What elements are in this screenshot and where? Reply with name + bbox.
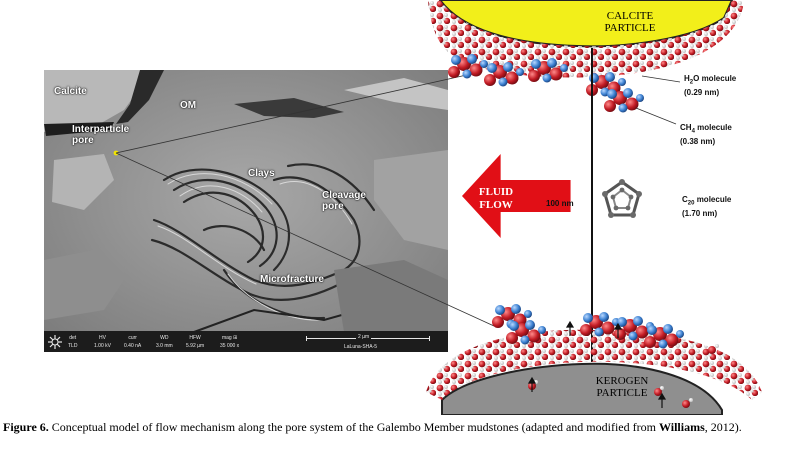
ch4-size: (0.38 nm)	[680, 136, 716, 146]
info-label: mag ⊞	[221, 335, 238, 341]
info-label: HFW	[189, 335, 201, 341]
c20-molecule-label: C20 molecule (1.70 nm)	[682, 195, 731, 219]
sem-label-clays: Clays	[248, 168, 275, 179]
figure-6: Calcite OM Interparticle pore Clays Clea…	[44, 0, 762, 415]
info-label: WD	[160, 335, 169, 341]
ch4-molecule-label: CH4 molecule (0.38 nm)	[680, 123, 732, 147]
info-value: 35 000 x	[220, 343, 240, 349]
info-col-hfw: HFW 5.92 µm	[186, 335, 204, 349]
connector-lines	[115, 71, 495, 327]
info-col-wd: WD 3.0 mm	[156, 335, 173, 349]
h2o-molecule-label: H2O molecule (0.29 nm)	[684, 74, 736, 98]
sem-micrograph: Calcite OM Interparticle pore Clays Clea…	[44, 70, 448, 352]
sem-label-microfracture: Microfracture	[260, 274, 324, 285]
ch4-sub: 4	[691, 128, 695, 135]
h2o-post: O molecule	[693, 74, 737, 83]
info-value: 1.00 kV	[94, 343, 111, 349]
info-value: 5.92 µm	[186, 343, 205, 349]
info-col-det: det TLD	[68, 335, 77, 349]
fluid-flow-arrow-icon	[462, 154, 571, 238]
info-col-curr: curr 0.40 nA	[124, 335, 141, 349]
calcite-particle-label: CALCITE PARTICLE	[560, 10, 700, 34]
c20-molecule-icon	[602, 179, 642, 218]
info-col-hv: HV 1.00 kV	[94, 335, 111, 349]
fluid-line1: FLUID	[478, 186, 514, 198]
fei-logo-icon	[48, 335, 62, 349]
sem-label-cleavage-pore: Cleavage pore	[322, 190, 366, 212]
kerogen-line2: PARTICLE	[596, 387, 648, 399]
c20-post: molecule	[694, 195, 732, 204]
sem-texture	[44, 70, 448, 352]
sem-label-cleavage-line1: Cleavage	[322, 190, 366, 201]
info-value: 0.40 nA	[124, 343, 142, 349]
sem-label-om: OM	[180, 100, 197, 111]
ch4-pre: CH	[680, 123, 692, 132]
c20-sub: 20	[687, 200, 695, 207]
caption-year: , 2012).	[704, 420, 742, 434]
h2o-sub: 2	[689, 79, 694, 86]
distance-label: 100 nm	[546, 199, 574, 208]
caption-author: Williams	[658, 420, 705, 434]
calcite-line2: PARTICLE	[604, 22, 656, 34]
pore-diagram	[426, 0, 762, 415]
h2o-size: (0.29 nm)	[684, 87, 720, 97]
sem-label-cleavage-line2: pore	[322, 201, 344, 212]
info-label: curr	[128, 335, 137, 341]
h2o-pre: H	[684, 74, 690, 83]
calcite-line1: CALCITE	[606, 10, 654, 22]
c20-size: (1.70 nm)	[682, 208, 718, 218]
info-value: 3.0 mm	[156, 343, 173, 349]
sem-label-interparticle-pore: Interparticle pore	[72, 124, 129, 146]
kerogen-line1: KEROGEN	[595, 375, 649, 387]
ch4-post: molecule	[694, 123, 732, 132]
info-col-mag: mag ⊞ 35 000 x	[220, 335, 239, 349]
caption-text: Conceptual model of flow mechanism along…	[48, 420, 659, 434]
info-value: TLD	[68, 343, 78, 349]
kerogen-particle-label: KEROGEN PARTICLE	[552, 375, 692, 399]
sem-label-calcite: Calcite	[54, 86, 87, 97]
caption-label: Figure 6.	[3, 420, 49, 434]
sem-label-interparticle-line1: Interparticle	[72, 124, 130, 135]
figure-caption: Figure 6. Conceptual model of flow mecha…	[3, 420, 801, 435]
sem-info-bar: det TLD HV 1.00 kV curr 0.40 nA WD 3.0 m…	[44, 331, 448, 352]
fluid-line2: FLOW	[479, 199, 513, 211]
info-label: det	[69, 335, 77, 341]
scale-bar-tick-right	[429, 336, 430, 341]
c20-pre: C	[682, 195, 688, 204]
scale-bar-label: 2 µm	[356, 334, 372, 340]
scale-bar: 2 µm	[306, 334, 430, 341]
sem-label-interparticle-line2: pore	[72, 135, 94, 146]
sample-id: LaLuna-SHA-5	[344, 344, 378, 350]
info-label: HV	[99, 335, 106, 341]
fluid-flow-label: FLUID FLOW	[470, 186, 522, 212]
scale-bar-tick-left	[306, 336, 307, 341]
